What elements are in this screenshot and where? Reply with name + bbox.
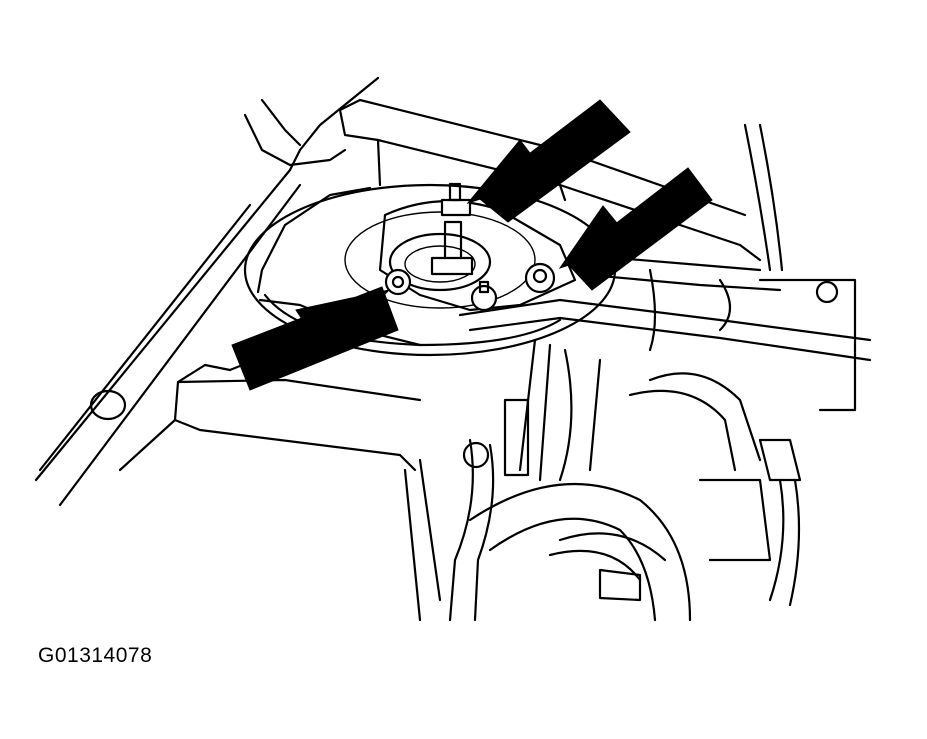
arrow-left-nut [231,286,399,391]
mount-nut-left [384,268,412,296]
fender-apron [34,76,422,507]
mount-nut-top [440,182,472,217]
engine-hoses [403,123,857,622]
mount-nut-right [524,262,556,294]
strut-center-nut [430,220,474,276]
arrow-top-nut [466,99,631,223]
body-plug [89,389,127,421]
figure-id-label: G01314078 [38,644,153,667]
cowl-panel [338,98,762,262]
arrow-right-nut [558,167,713,291]
mount-nut-lower [470,280,498,312]
